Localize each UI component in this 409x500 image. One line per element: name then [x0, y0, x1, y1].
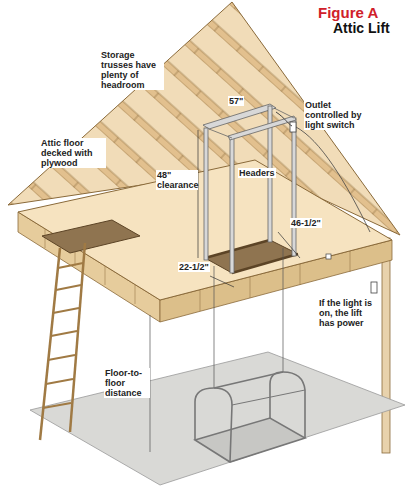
dimension: 46-1/2" — [290, 218, 322, 228]
outlet-note: Outlet controlled by light switch — [304, 100, 368, 130]
figure-title: Figure A — [318, 4, 378, 21]
dimension: 57" — [228, 96, 244, 106]
figure-subtitle: Attic Lift — [333, 20, 390, 36]
dimension: Floor-to-floor distance — [104, 368, 150, 398]
dimension: 22-1/2" — [178, 262, 210, 272]
truss-note: Storage trusses have plenty of headroom — [100, 50, 164, 90]
dimension: 48" clearance — [156, 170, 198, 190]
switch-note: If the light is on, the lift has power — [318, 298, 378, 328]
floor-note: Attic floor decked with plywood — [40, 138, 106, 168]
part-name: Headers — [238, 168, 276, 178]
